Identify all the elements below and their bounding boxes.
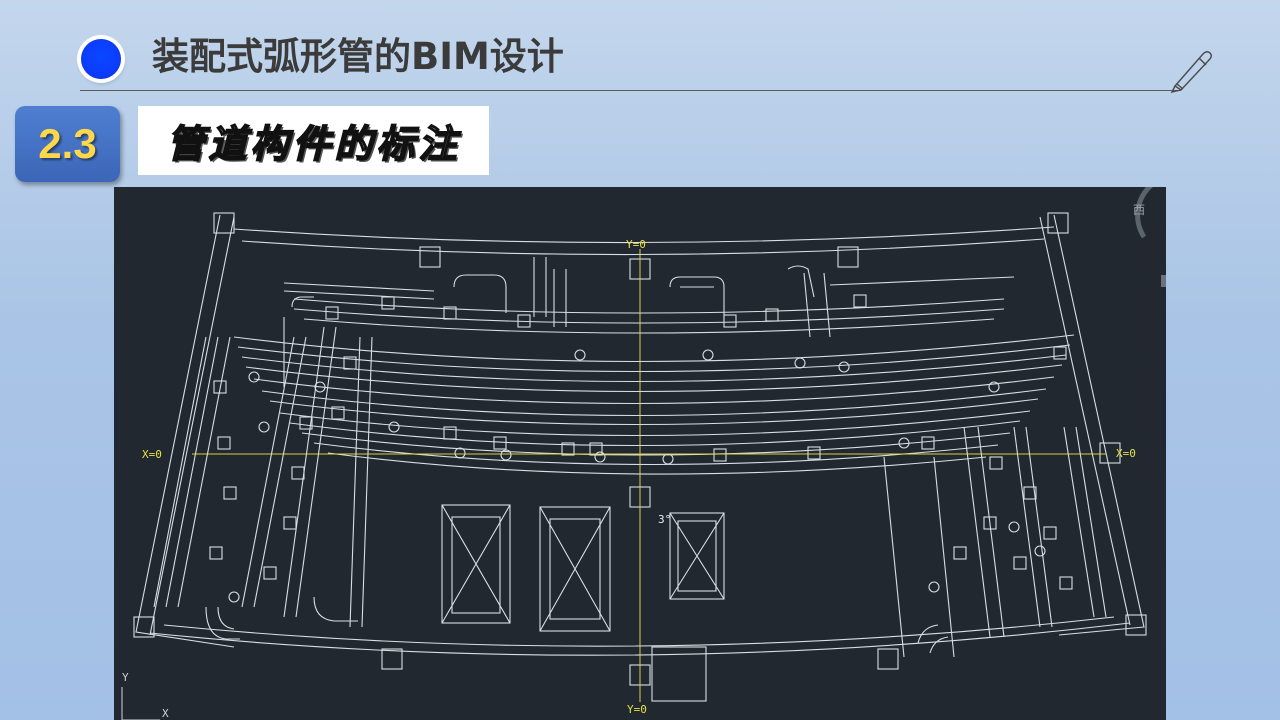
ucs-x-label: X xyxy=(162,707,169,720)
title-bullet-icon xyxy=(81,39,121,79)
viewcube-compass-icon[interactable]: 西 xyxy=(1132,203,1145,217)
cad-drawing-viewport[interactable]: Y=0 Y=0 X=0 X=0 3° 西 Y X xyxy=(114,187,1166,720)
ucs-y-label: Y xyxy=(122,671,129,684)
section-number: 2.3 xyxy=(38,120,97,167)
axis-label-x-left: X=0 xyxy=(142,448,162,461)
angle-annotation: 3° xyxy=(658,513,672,526)
axis-label-x-right: X=0 xyxy=(1116,447,1136,460)
section-number-badge: 2.3 xyxy=(15,106,120,182)
section-heading-box: 管道构件的标注 xyxy=(138,106,489,175)
page-title: 装配式弧形管的BIM设计 xyxy=(152,35,564,78)
pen-icon xyxy=(1170,51,1212,94)
axis-label-y-bottom: Y=0 xyxy=(627,703,647,716)
title-divider xyxy=(80,90,1180,91)
axis-label-y-top: Y=0 xyxy=(626,238,646,251)
section-heading: 管道构件的标注 xyxy=(166,120,461,167)
pipe-layout-drawing xyxy=(121,187,1166,720)
